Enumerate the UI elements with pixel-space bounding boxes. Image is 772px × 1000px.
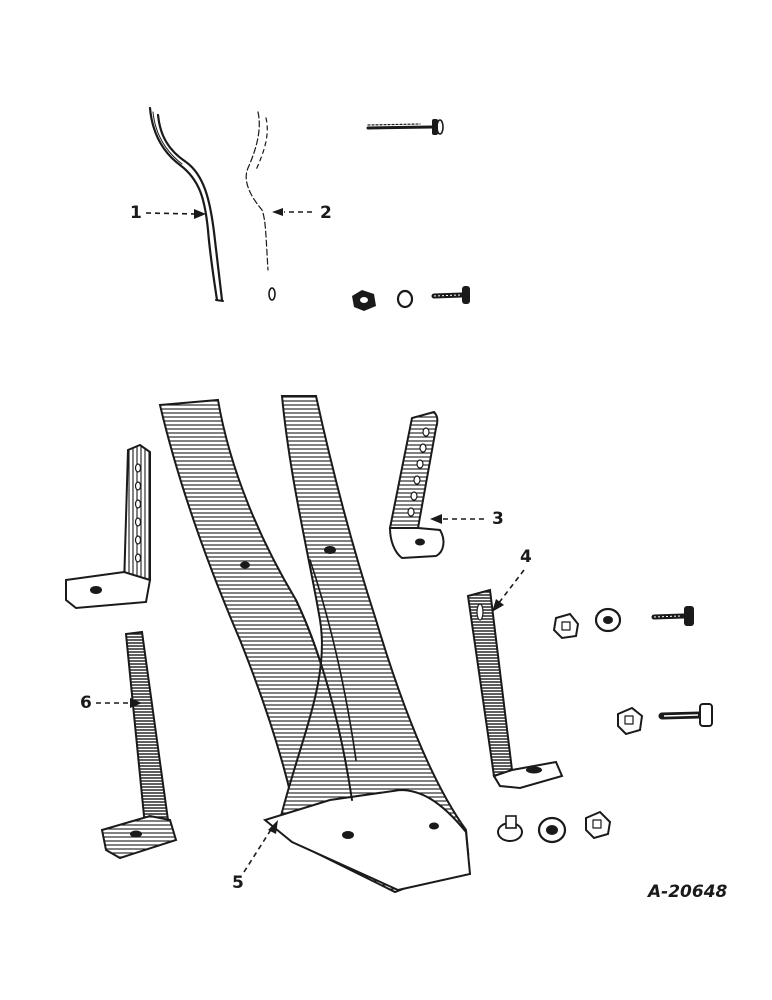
leader-1 [145,212,197,215]
part-5-sweep-blade [158,395,472,894]
square-nut-bottom [585,810,612,840]
part-1-curved-rod [148,106,224,302]
part-2-rod [245,111,276,301]
part-6-bracket [100,630,178,860]
lock-washer-bottom [537,816,567,844]
long-bolt [366,119,444,135]
arrowhead-3 [430,514,442,524]
leader-5 [243,827,273,873]
figure-id: A-20648 [646,882,728,902]
arrowhead-1 [194,209,206,219]
bolt-lower [658,703,713,727]
square-nut-lower [617,706,644,736]
left-bracket [65,443,152,610]
part-4-bracket [466,588,564,790]
arrowhead-4 [492,599,504,612]
arrowhead-6 [130,698,142,708]
arrowhead-2 [272,208,283,216]
callout-1: 1 [130,203,142,223]
part-3-bracket [388,410,445,560]
callout-2: 2 [320,203,332,223]
square-nut-mid [552,612,580,640]
flat-washer-mid [594,607,622,633]
carriage-bolt-bottom [497,815,523,842]
short-bolt-upper [431,286,470,304]
leader-4 [497,569,525,605]
arrowhead-5 [268,820,278,834]
lock-washer-upper [396,289,414,309]
bolt-mid [651,606,694,626]
callout-4: 4 [520,547,532,567]
square-nut-upper [352,290,376,311]
callout-3: 3 [492,509,504,529]
callout-5: 5 [232,873,244,893]
callout-6: 6 [80,693,92,713]
